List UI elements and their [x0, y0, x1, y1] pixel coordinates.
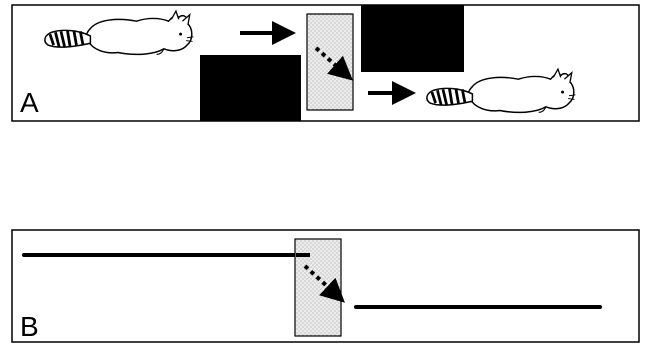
panel-label-b: B	[20, 311, 39, 342]
panel-label-a: A	[20, 87, 39, 118]
panel-b: B	[11, 229, 640, 343]
dotted-arrow-icon	[303, 264, 345, 303]
blackout-block-bottom	[200, 55, 301, 121]
blackout-block-top	[361, 5, 464, 72]
panel-a: A	[11, 4, 640, 122]
